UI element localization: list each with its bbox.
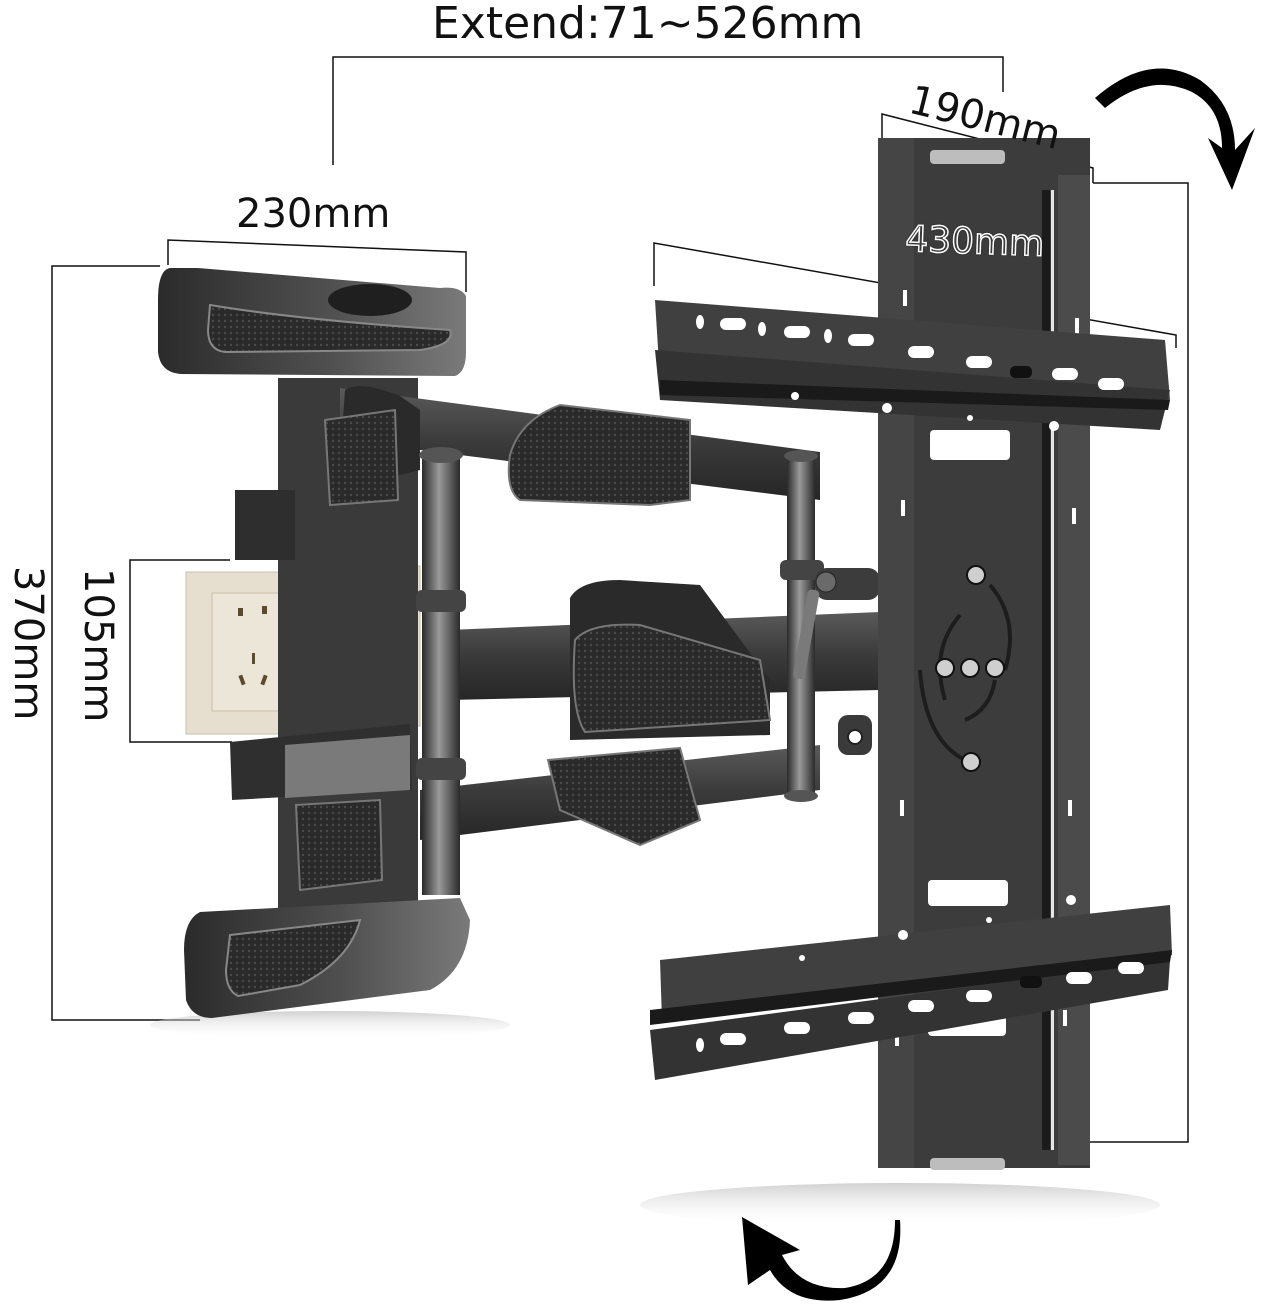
bottom-horizontal-rail	[650, 895, 1172, 1080]
top-horizontal-rail	[655, 300, 1170, 431]
socket-105-dimension-line	[129, 559, 232, 743]
wall-plate-top-cap	[158, 268, 466, 376]
vesa-rail-width-label: 430mm	[904, 218, 1046, 265]
pivot-poles	[416, 447, 824, 895]
wall-plate-bottom-cap	[184, 724, 470, 1018]
height-370-dimension-line	[51, 265, 200, 1021]
extend-dimension-line	[332, 56, 1004, 165]
tilt-lock-lever	[793, 568, 880, 755]
rotate-counterclockwise-arrow-icon	[742, 1217, 901, 1301]
wall-plate-width-label: 230mm	[236, 191, 391, 237]
socket-clearance-label: 105mm	[75, 568, 121, 723]
extend-range-label: Extend:71~526mm	[432, 0, 864, 49]
vesa-height-dimension-line	[1080, 182, 1189, 1143]
rotate-clockwise-arrow-icon	[1095, 68, 1255, 190]
wall-plate-height-label: 370mm	[5, 566, 51, 721]
width-230-dimension-line	[167, 239, 467, 292]
swivel-arms	[323, 386, 880, 847]
